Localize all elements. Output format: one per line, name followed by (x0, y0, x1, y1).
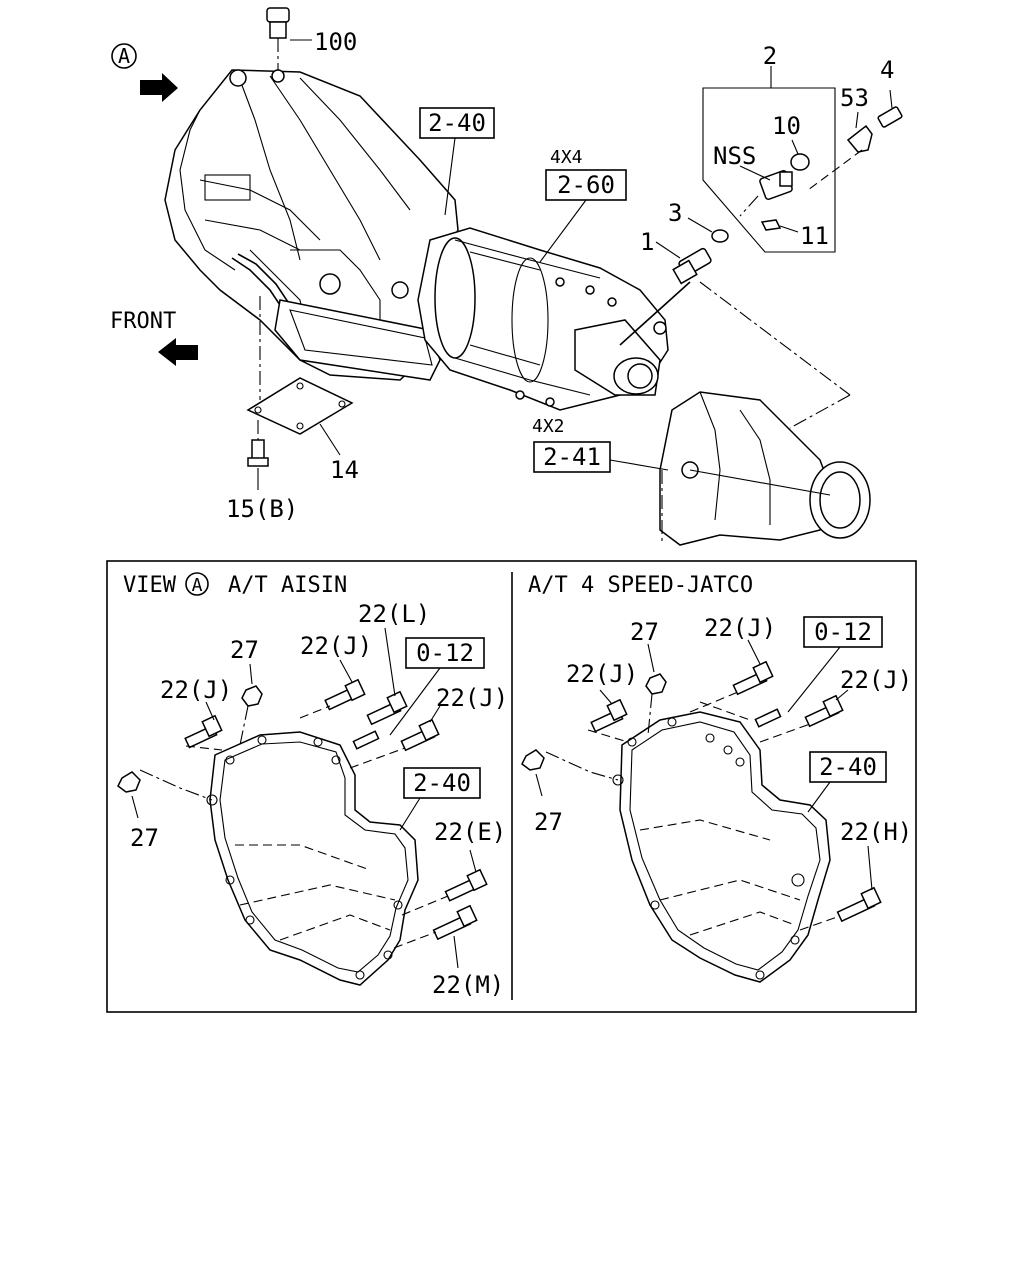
label-100: 100 (314, 28, 357, 56)
bolt-22j-right (349, 705, 441, 769)
variant-4x2-label: 4X2 (532, 416, 565, 437)
ref-box-2-40-right: 2-40 (807, 751, 887, 813)
transfer-case-4x4 (417, 227, 669, 411)
right-panel-title: A/T 4 SPEED-JATCO (528, 573, 753, 598)
label-4: 4 (880, 56, 894, 84)
driven-gear-1 (619, 241, 851, 429)
r-27-left: 27 (534, 808, 563, 836)
bolt-4 (877, 89, 903, 128)
l-22m: 22(M) (432, 971, 504, 999)
r-22j-top: 22(J) (704, 614, 776, 642)
l-22j-left: 22(J) (160, 676, 232, 704)
left-panel-title-view: VIEW (123, 573, 177, 598)
o-ring-3 (687, 217, 729, 243)
nut-27-left-jatco (521, 749, 619, 797)
ref-box-2-41: 2-41 (533, 441, 669, 473)
front-label: FRONT (110, 309, 176, 334)
plug-bolt-100 (266, 7, 312, 72)
label-1: 1 (640, 228, 654, 256)
l-27-top: 27 (230, 636, 259, 664)
bracket-53 (807, 111, 873, 191)
bolt-22e (401, 849, 488, 916)
part-10 (790, 139, 810, 171)
label-10: 10 (772, 112, 801, 140)
label-2: 2 (763, 42, 777, 70)
l-27-bottom: 27 (130, 824, 159, 852)
svg-text:2-60: 2-60 (557, 171, 615, 199)
l-22l: 22(L) (358, 600, 430, 628)
view-a-marker-letter: A (118, 44, 130, 68)
sensor-group-outline (702, 66, 836, 253)
extension-housing-4x2 (659, 391, 871, 546)
ref-box-0-12-left: 0-12 (352, 637, 485, 750)
part-11 (760, 219, 799, 233)
bolt-15b (247, 420, 269, 490)
bolt-22m (393, 904, 478, 969)
view-a-marker: A (111, 43, 137, 69)
l-22j-top: 22(J) (300, 632, 372, 660)
bolt-22j-left (184, 701, 223, 751)
transmission-main-case (164, 69, 459, 381)
label-3: 3 (668, 199, 682, 227)
r-22j-right: 22(J) (840, 666, 912, 694)
ref-box-0-12-right: 0-12 (699, 616, 883, 728)
label-15b: 15(B) (226, 495, 298, 523)
bellhousing-jatco (619, 711, 831, 983)
bolt-22j-left-jatco (587, 689, 629, 743)
front-arrow (158, 338, 198, 366)
nut-27-bottom (117, 769, 213, 819)
bolt-22l (366, 627, 408, 726)
view-a-arrow (140, 73, 178, 102)
l-22e: 22(E) (434, 818, 506, 846)
nut-27-top-jatco (645, 643, 667, 736)
left-panel-title-aisin: A/T AISIN (228, 573, 347, 598)
svg-text:2-40: 2-40 (819, 753, 877, 781)
bolt-22j-right-jatco (759, 689, 849, 743)
left-panel-aisin: VIEW A A/T AISIN 27 (117, 572, 508, 999)
right-panel-jatco: A/T 4 SPEED-JATCO 27 22(J) (521, 573, 912, 983)
bolt-22j-top-jatco (689, 639, 774, 713)
bellhousing-aisin (209, 731, 419, 986)
gasket-14 (246, 296, 354, 456)
ref-box-2-60: 2-60 (539, 169, 627, 263)
nut-27-top (239, 685, 263, 746)
svg-text:0-12: 0-12 (814, 618, 872, 646)
nss-sensor (739, 165, 793, 217)
r-27-top: 27 (630, 618, 659, 646)
svg-text:2-40: 2-40 (413, 769, 471, 797)
r-22h: 22(H) (840, 818, 912, 846)
left-panel-title-marker: A (192, 575, 203, 596)
view-panels-frame (106, 560, 917, 1013)
bolt-22h (799, 845, 882, 931)
variant-4x4-label: 4X4 (550, 147, 583, 168)
svg-text:2-40: 2-40 (428, 109, 486, 137)
svg-text:0-12: 0-12 (416, 639, 474, 667)
r-22j-left: 22(J) (566, 660, 638, 688)
ref-box-2-40-left: 2-40 (399, 767, 481, 831)
label-nss: NSS (713, 142, 756, 170)
label-53: 53 (840, 84, 869, 112)
svg-text:2-41: 2-41 (543, 443, 601, 471)
ref-box-2-40-main: 2-40 (419, 107, 495, 216)
label-11: 11 (800, 222, 829, 250)
bolt-22j-top (299, 659, 366, 719)
label-14: 14 (330, 456, 359, 484)
l-22j-right: 22(J) (436, 684, 508, 712)
